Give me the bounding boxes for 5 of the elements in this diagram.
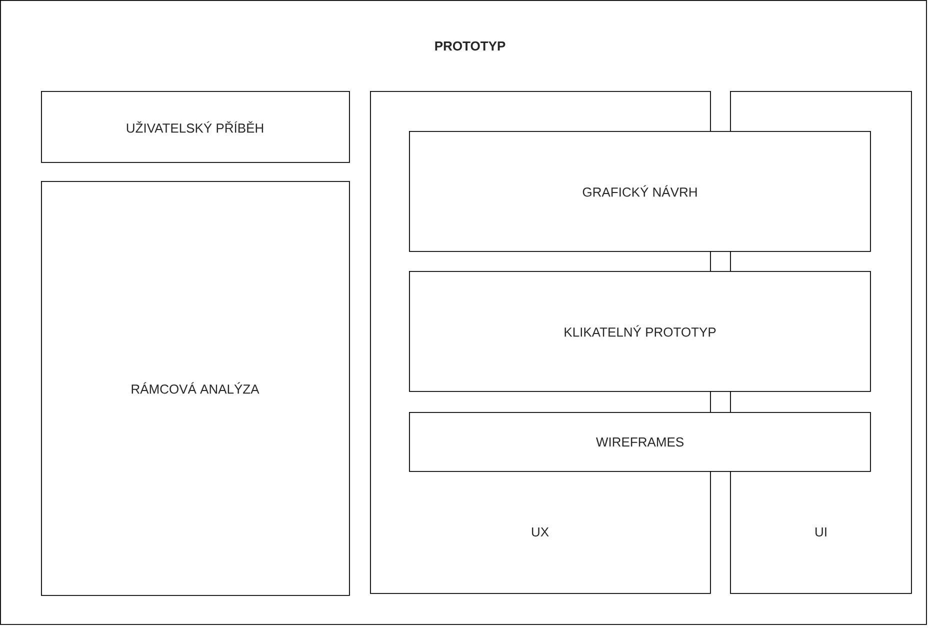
process-box: RÁMCOVÁ ANALÝZA	[41, 181, 350, 596]
process-box: WIREFRAMES	[409, 412, 871, 472]
process-box: GRAFICKÝ NÁVRH	[409, 131, 871, 252]
process-box: UŽIVATELSKÝ PŘÍBĚH	[41, 91, 350, 163]
process-box: KLIKATELNÝ PROTOTYP	[409, 271, 871, 392]
